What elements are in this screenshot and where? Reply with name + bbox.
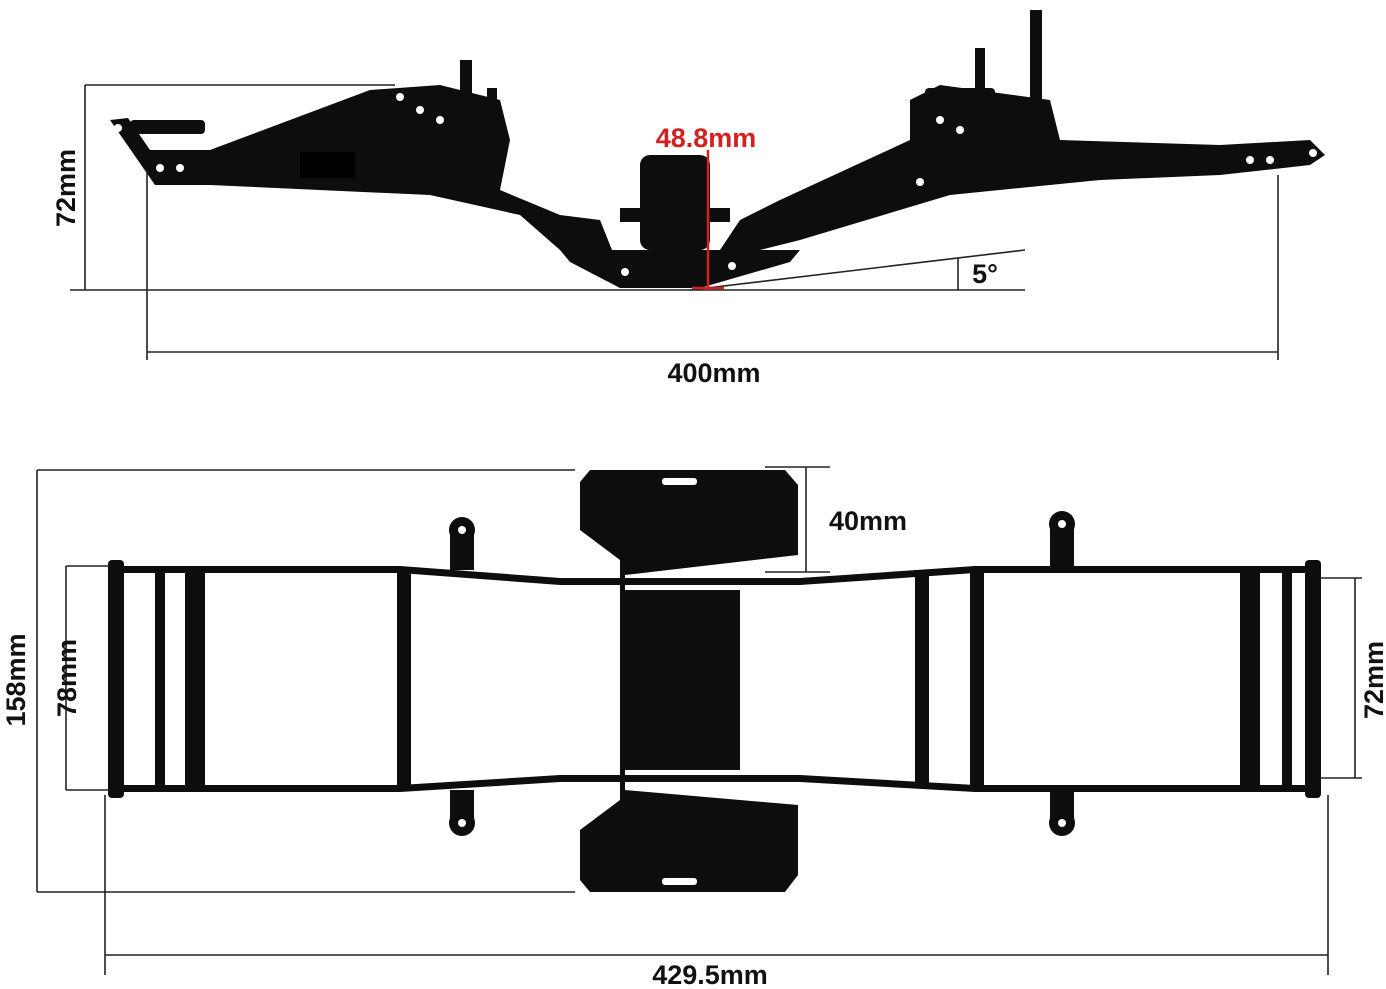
rear-width-label: 72mm bbox=[1359, 641, 1386, 719]
top-view-chassis bbox=[108, 470, 1321, 892]
ground-clearance-label: 48.8mm bbox=[656, 123, 757, 153]
skid-plate-label: 40mm bbox=[829, 506, 907, 536]
top-length-label: 429.5mm bbox=[652, 960, 768, 989]
approach-angle-label: 5° bbox=[972, 259, 998, 289]
overall-width-label: 158mm bbox=[1, 633, 31, 726]
side-view-chassis bbox=[110, 10, 1325, 288]
side-height-label: 72mm bbox=[51, 149, 81, 227]
side-length-label: 400mm bbox=[667, 358, 760, 388]
front-width-label: 78mm bbox=[52, 639, 82, 717]
side-view-dimensions bbox=[70, 84, 1279, 360]
top-view-dimensions bbox=[36, 466, 1362, 975]
